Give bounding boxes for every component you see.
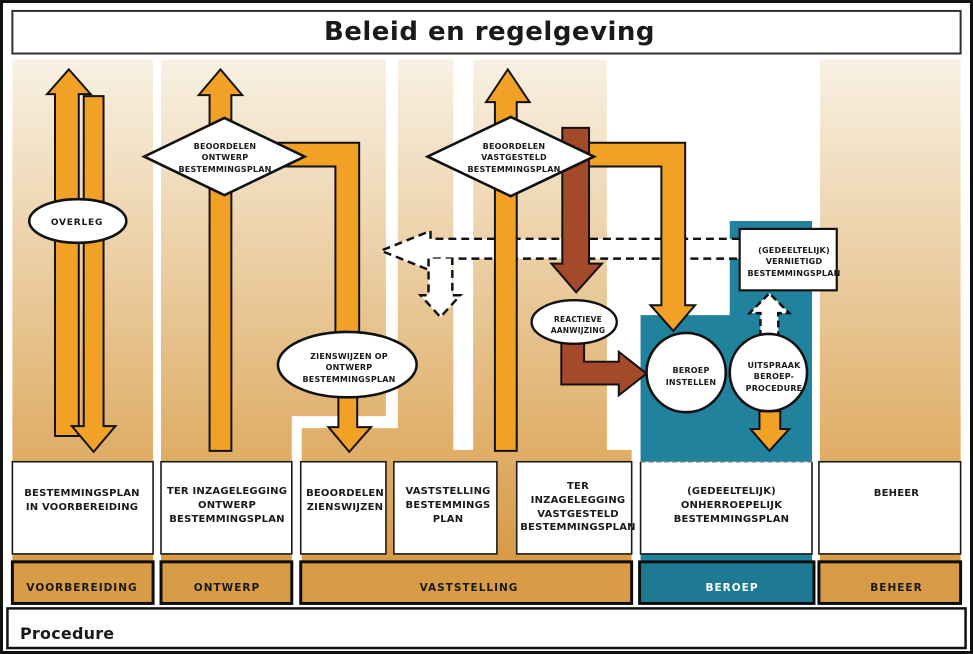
phase-bar-label: ONTWERP [193,581,261,594]
zienswijzen-label: ZIENSWIJZEN OP ONTWERP BESTEMMINGSPLAN [302,351,396,384]
phase-bar-beheer [817,560,963,605]
title-box [11,9,962,55]
uitspraak-label: UITSPRAAK BEROEP- PROCEDURE [745,360,803,393]
arrow-reactieve-to-beroep-icon [560,338,649,398]
phase-bar-voorbereiding [10,560,155,605]
arrow-dashed-left-icon [377,229,740,273]
overleg-label: OVERLEG [50,217,104,228]
arrow-dashed-down-branch-icon [417,258,464,319]
arrow-dashed-up-icon [746,291,793,337]
stage-box-label: (GEDEELTELIJK) ONHERROEPELIJK BESTEMMING… [673,486,790,525]
stage-box-beoordelen-zienswijzen [299,460,387,555]
stage-box-label: TER INZAGELEGGING VASTGESTELD BESTEMMING… [520,481,636,534]
stage-box-label: BEHEER [873,488,920,499]
circle-beroep-instellen [645,331,728,414]
ellipse-reactieve-aanwijzing [530,299,618,346]
arrow-voorbereiding-down-icon [69,95,118,454]
phase-bar-vaststelling [299,560,634,605]
ellipse-overleg [27,197,128,245]
stage-box-voorbereiding [11,460,154,555]
decision-beoordelen-vastgesteld [424,115,598,198]
vernietigd-box [738,227,838,292]
stage-box-beheer [818,460,962,555]
arrow-uitspraak-down-icon [748,410,792,453]
phase-bar-label: VASTSTELLING [419,581,519,594]
stage-box-label: VASTSTELLING BESTEMMINGS PLAN [405,486,491,525]
vernietigd-label: (GEDEELTELIJK) VERNIETIGD BESTEMMINGSPLA… [747,245,841,278]
arrow-zienswijzen-down-icon [326,396,374,454]
stage-box-label: TER INZAGELEGGING ONTWERP BESTEMMINGSPLA… [166,486,288,525]
page-title: Beleid en regelgeving [323,17,656,48]
stage-box-label: BESTEMMINGSPLAN IN VOORBEREIDING [24,488,140,513]
stage-box-label: BEOORDELEN ZIENSWIJZEN [306,488,384,513]
beoordelen-ontwerp-label: BEOORDELEN ONTWERP BESTEMMINGSPLAN [178,141,272,174]
phase-bar-ontwerp [159,560,294,605]
stage-box-ontwerp [160,460,293,555]
phase-bar-label: VOORBEREIDING [26,581,138,594]
circle-uitspraak-beroepprocedure [728,332,809,413]
procedure-footer-bar [6,607,967,650]
stage-box-ter-inzagelegging-vastgesteld [515,460,633,555]
beoordelen-vastgesteld-label: BEOORDELEN VASTGESTELD BESTEMMINGSPLAN [467,141,561,174]
reactieve-aanwijzing-label: REACTIEVE AANWIJZING [550,314,606,335]
procedure-flow-diagram [6,9,967,650]
stage-box-vaststelling [393,460,498,555]
beroep-instellen-label: BEROEP INSTELLEN [665,366,717,387]
phase-bar-label: BEROEP [705,581,759,594]
procedure-footer-label: Procedure [20,623,115,643]
ellipse-zienswijzen [276,330,418,399]
phase-column-vaststelling [301,59,632,563]
decision-beoordelen-ontwerp [141,116,308,197]
arrow-voorbereiding-up-icon [44,67,93,437]
phase-bar-label: BEHEER [870,581,923,594]
stage-box-onherroepelijk [639,461,813,555]
phase-bar-beroep [638,560,816,605]
